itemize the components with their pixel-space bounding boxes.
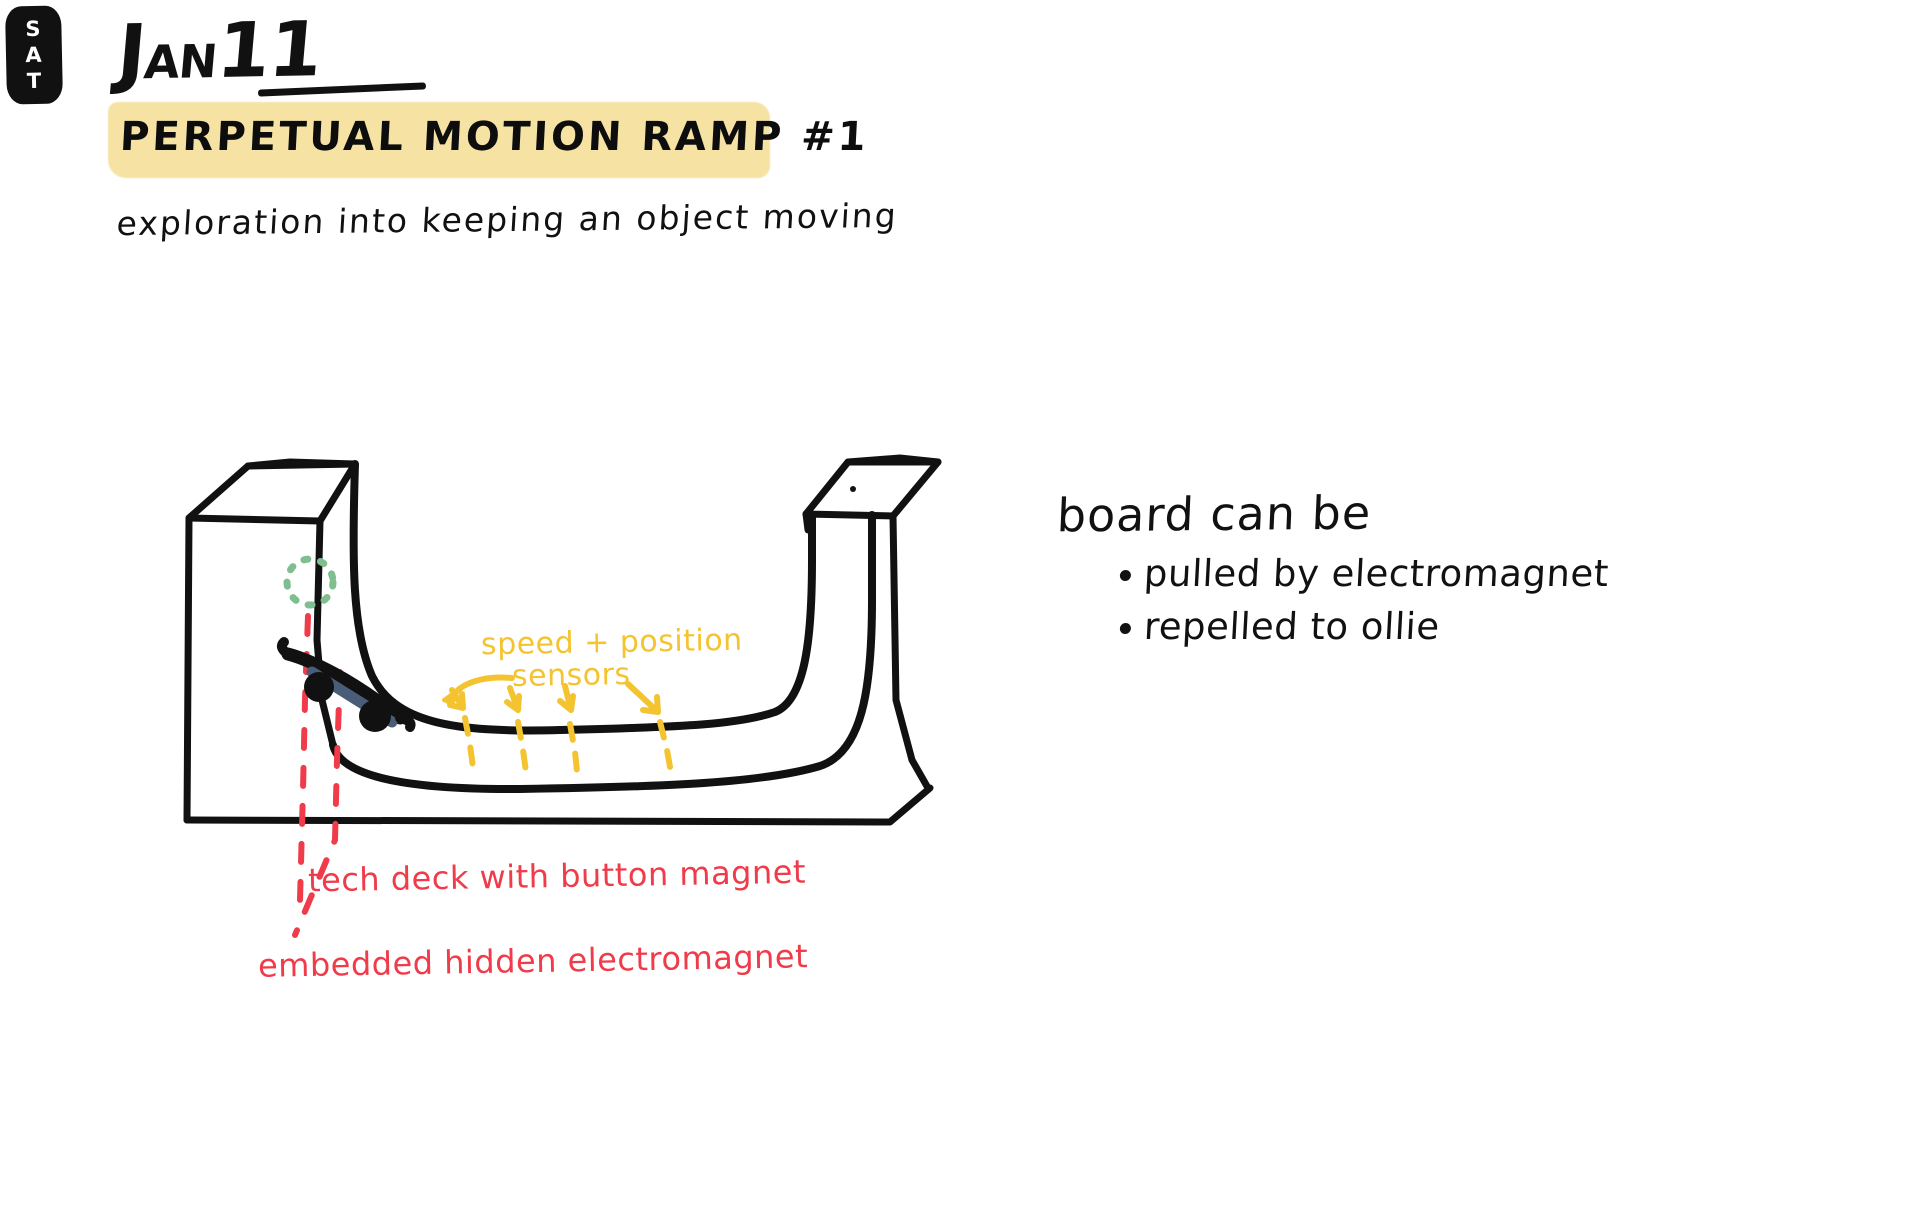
right-tower-top-face (802, 458, 942, 520)
note-bullet-1: repelled to ollie (1119, 605, 1610, 648)
skateboard-wheel-front (304, 672, 334, 702)
sensor-arrow-4-icon (625, 681, 661, 715)
skateboard-tail (395, 713, 416, 732)
bullet-dot-icon (1119, 570, 1132, 581)
ramp-inner-surface (349, 460, 816, 735)
skateboard-nose (276, 637, 293, 659)
note-bullet-0-text: pulled by electromagnet (1142, 552, 1610, 595)
magnet-field-marker-icon (283, 555, 337, 609)
sensor-line-1 (462, 715, 477, 778)
right-tower-right-wall (889, 512, 932, 792)
notes-list: pulled by electromagnet repelled to olli… (1119, 552, 1610, 658)
notes-heading: board can be (1055, 485, 1373, 543)
right-tower-top-dot (850, 486, 856, 492)
bullet-dot-icon (1119, 623, 1132, 634)
base-bottom-edge (183, 816, 884, 826)
sensor-line-4 (657, 719, 675, 781)
left-tower-outer-wall (183, 514, 193, 824)
electromagnet-pointer-line (292, 669, 343, 938)
skateboard-wheel-rear (359, 700, 391, 732)
note-bullet-0: pulled by electromagnet (1119, 552, 1610, 595)
sensor-label-leader (455, 674, 515, 693)
base-right-corner (876, 784, 934, 826)
note-bullet-1-text: repelled to ollie (1142, 605, 1441, 648)
left-tower-inner-edge (313, 517, 337, 749)
sensor-arrow-3-icon (557, 683, 576, 713)
right-tower-left-edge (802, 510, 812, 534)
sensor-line-2 (515, 719, 530, 782)
sensor-arrow-2-icon (504, 685, 522, 713)
ramp-outer-surface (329, 511, 876, 794)
left-tower-top-face (185, 460, 359, 525)
right-tower-top-edge (844, 454, 942, 466)
sensor-line-3 (567, 721, 581, 784)
title-highlight (108, 102, 770, 178)
left-tower-top-edge (244, 458, 359, 470)
sensor-leader-arrow-icon (442, 688, 460, 706)
